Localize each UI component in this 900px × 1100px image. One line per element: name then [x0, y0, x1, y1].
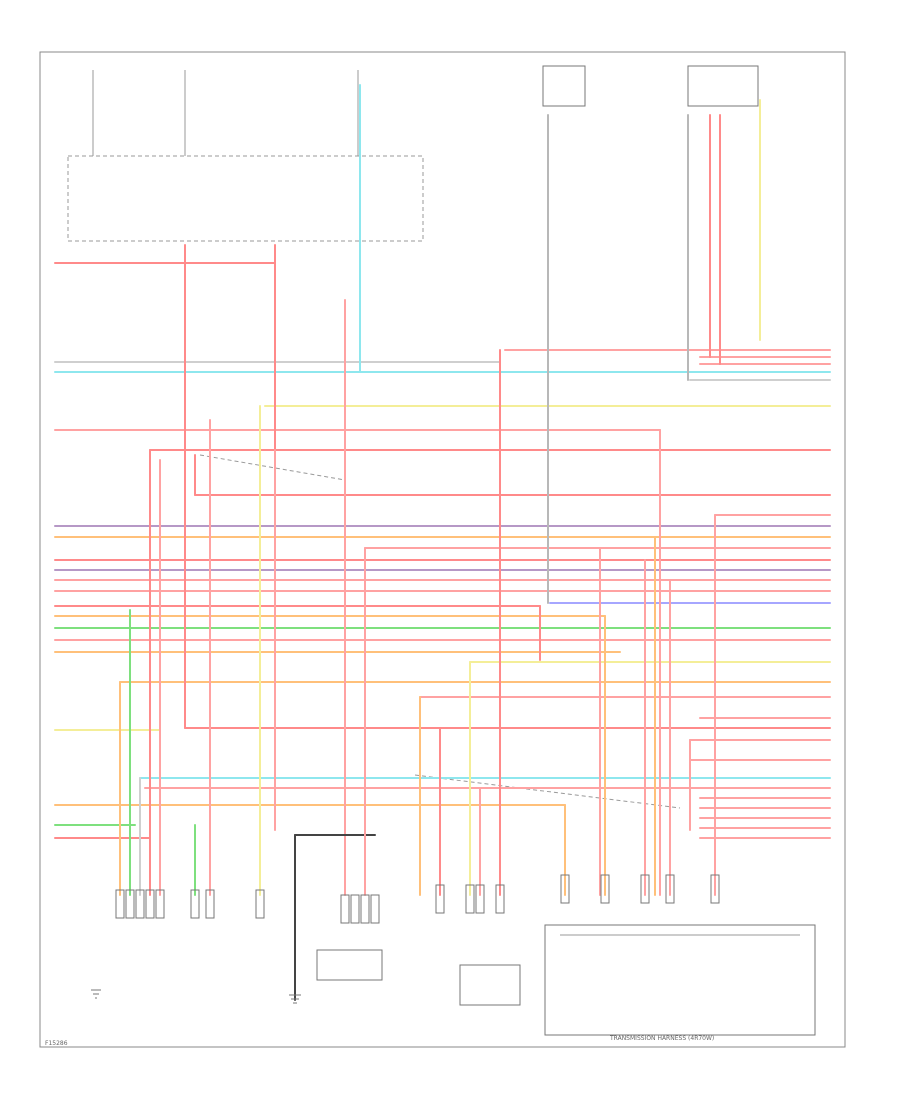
transmission-range-sensor-box: [542, 65, 586, 107]
transmission-solenoid-pack-box: [544, 924, 816, 1036]
ground-symbols: [91, 989, 301, 1004]
pin-20: [665, 874, 675, 904]
ground-mid: [289, 994, 301, 1004]
pcm-note-leader: [199, 454, 346, 481]
pin-2: [125, 889, 135, 919]
pin-19: [640, 874, 650, 904]
pin-4: [145, 889, 155, 919]
pin-6: [190, 889, 200, 919]
figure-code: F15286: [45, 1040, 68, 1047]
pin-17: [560, 874, 570, 904]
pin-12: [370, 894, 380, 924]
pin-7: [205, 889, 215, 919]
pin-8: [255, 889, 265, 919]
pin-5: [155, 889, 165, 919]
pin-13: [435, 884, 445, 914]
pin-18: [600, 874, 610, 904]
ground-left: [91, 989, 101, 999]
pin-3: [135, 889, 145, 919]
vertical-wires: [119, 84, 761, 1001]
fuel-pump-relay-box: [687, 65, 759, 107]
pin-1: [115, 889, 125, 919]
harness-label: TRANSMISSION HARNESS (4R70W): [609, 1035, 714, 1042]
pin-9: [340, 894, 350, 924]
horizontal-wires: [54, 262, 831, 839]
fuel-level-sender-box: [459, 964, 521, 1006]
diagram-frame: [39, 51, 846, 1048]
connector-pins: [115, 874, 720, 924]
pin-16: [495, 884, 505, 914]
pin-10: [350, 894, 360, 924]
pin-14: [465, 884, 475, 914]
sensor-note-leader: [414, 774, 681, 809]
pin-15: [475, 884, 485, 914]
pin-21: [710, 874, 720, 904]
pin-11: [360, 894, 370, 924]
fuel-pump-module-box: [316, 949, 383, 981]
powertrain-control-relay-box: [67, 155, 424, 242]
